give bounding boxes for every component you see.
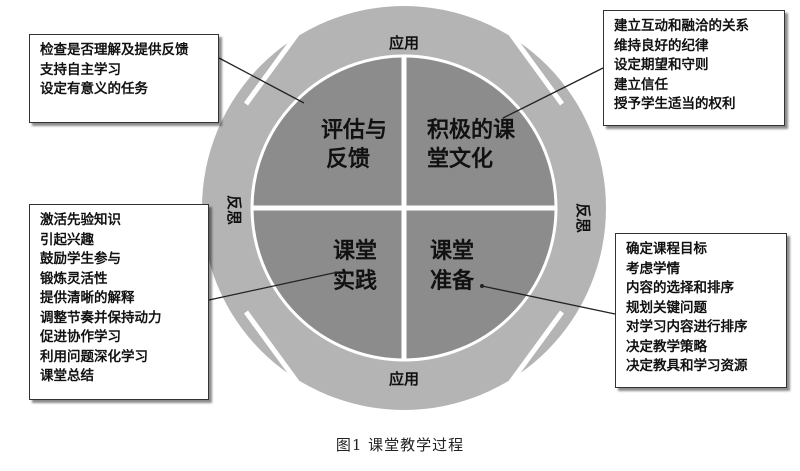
quadrant-top-left-line1: 评估与 — [321, 118, 387, 143]
quadrant-top-right-line2: 堂文化 — [427, 146, 493, 172]
quadrant-top-left-line2: 反馈 — [326, 146, 370, 172]
callout-item: 支持自主学习 — [40, 61, 121, 78]
quadrant-dividers — [252, 56, 556, 360]
callout-item: 建立互动和融洽的关系 — [614, 18, 749, 34]
quadrant-bottom-left-line2: 实践 — [333, 268, 377, 294]
callout-item: 对学习内容进行排序 — [626, 319, 748, 335]
connector-top-right — [502, 67, 604, 119]
callout-item: 促进协作学习 — [40, 329, 121, 345]
callout-item: 维持良好的纪律 — [614, 37, 709, 54]
quadrant-bottom-left-line1: 课堂 — [333, 239, 377, 264]
figure-caption: 图1 课堂教学过程 — [335, 436, 465, 454]
connector-top-left — [218, 57, 305, 104]
ring-label-right: 反思 — [574, 203, 592, 233]
callout-item: 设定期望和守则 — [614, 57, 709, 73]
connector-bottom-right — [481, 285, 616, 315]
callout-classroom-practice: 激活先验知识 引起兴趣 鼓励学生参与 锻炼灵活性 提供清晰的解释 调整节奏并保持… — [29, 204, 209, 400]
callout-item: 引起兴趣 — [40, 231, 94, 248]
ring-label-left: 反思 — [225, 195, 243, 225]
callout-item: 规划关键问题 — [626, 299, 707, 316]
quadrant-top-right-line1: 积极的课 — [427, 117, 516, 143]
ring-label-top: 应用 — [389, 34, 419, 52]
callout-item: 考虑学情 — [626, 260, 680, 277]
callout-item: 调整节奏并保持动力 — [40, 309, 162, 326]
callout-item: 建立信任 — [614, 76, 668, 93]
ring-label-bottom: 应用 — [389, 370, 419, 388]
callout-item: 锻炼灵活性 — [40, 270, 108, 287]
connector-dot-bottom-right — [480, 284, 484, 288]
connector-bottom-left — [208, 271, 339, 301]
ring-separators — [243, 28, 565, 388]
callout-item: 决定教具和学习资源 — [626, 358, 748, 374]
quadrant-bottom-right-line2: 准备 — [430, 268, 475, 294]
callout-item: 提供清晰的解释 — [40, 290, 135, 306]
callout-item: 检查是否理解及提供反馈 — [40, 42, 189, 58]
callout-assessment-feedback: 检查是否理解及提供反馈 支持自主学习 设定有意义的任务 — [29, 34, 219, 123]
callout-item: 利用问题深化学习 — [40, 348, 148, 365]
callout-item: 课堂总结 — [40, 368, 94, 384]
callout-item: 授予学生适当的权利 — [614, 96, 736, 112]
callout-item: 激活先验知识 — [40, 212, 121, 228]
callout-classroom-preparation: 确定课程目标 考虑学情 内容的选择和排序 规划关键问题 对学习内容进行排序 决定… — [615, 233, 787, 388]
callout-item: 设定有意义的任务 — [40, 81, 148, 97]
quadrant-bottom-right-line1: 课堂 — [430, 239, 474, 264]
callout-item: 鼓励学生参与 — [40, 251, 121, 267]
callout-positive-classroom-culture: 建立互动和融洽的关系 维持良好的纪律 设定期望和守则 建立信任 授予学生适当的权… — [603, 10, 785, 126]
callout-item: 确定课程目标 — [626, 241, 707, 257]
callout-item: 内容的选择和排序 — [626, 280, 734, 296]
callout-item: 决定教学策略 — [626, 338, 707, 355]
